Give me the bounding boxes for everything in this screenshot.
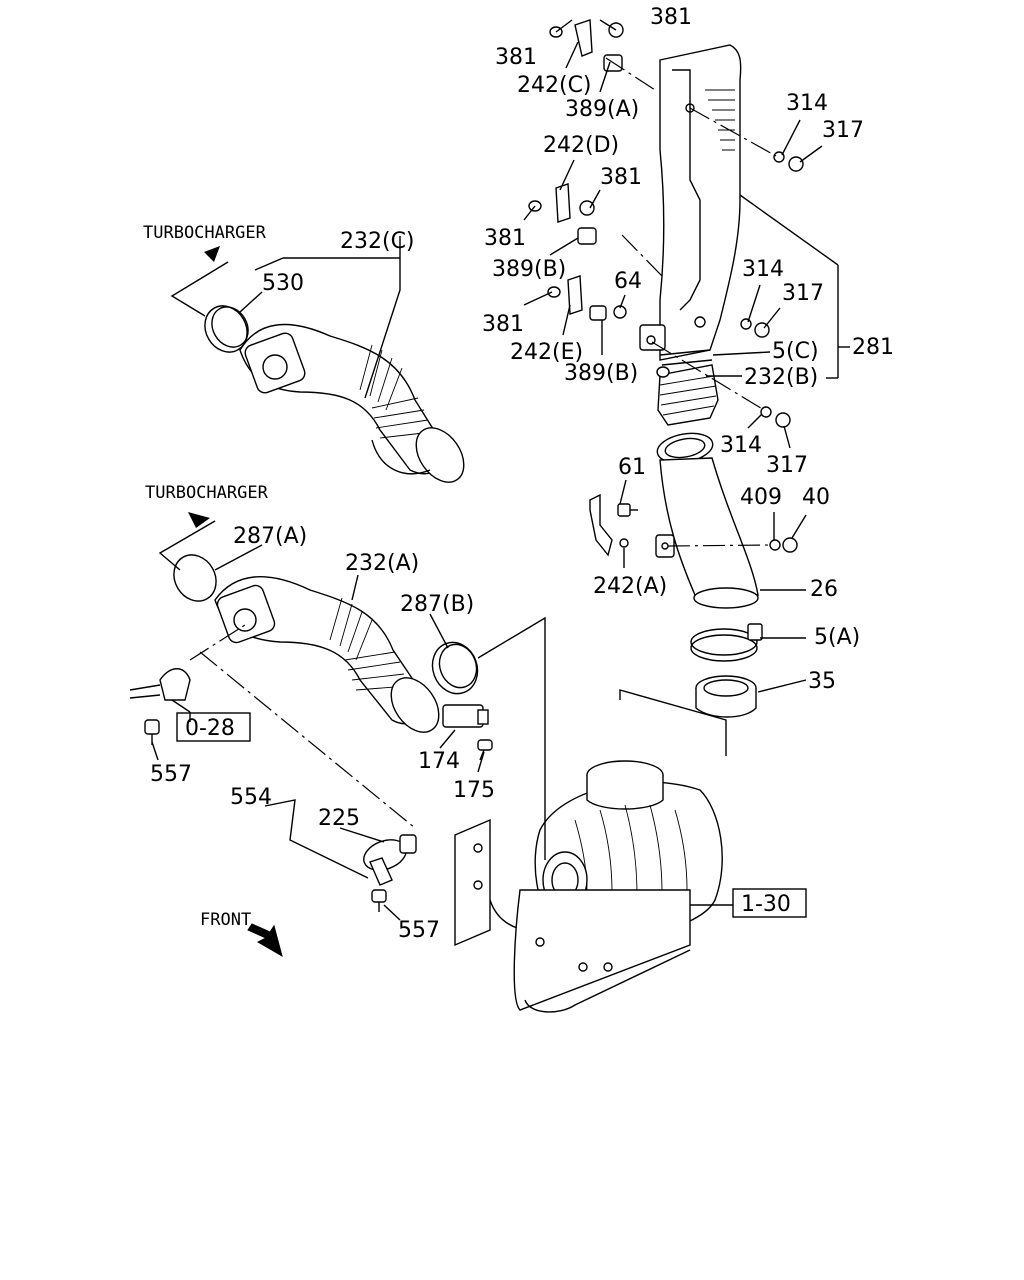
callout-242c: 242(C) bbox=[517, 73, 592, 98]
elbow-pipe-26 bbox=[655, 432, 759, 609]
bracket-242a bbox=[589, 493, 638, 557]
turbocharger-arrows bbox=[158, 246, 229, 571]
callout-317-low: 317 bbox=[766, 453, 808, 478]
callout-5a: 5(A) bbox=[814, 625, 860, 650]
callout-409: 409 bbox=[740, 485, 782, 510]
callout-554: 554 bbox=[230, 785, 272, 810]
callout-389a: 389(A) bbox=[565, 97, 639, 122]
ref-box-0-28[interactable]: 0-28 bbox=[176, 712, 251, 742]
callout-64: 64 bbox=[614, 269, 642, 294]
sleeve-35 bbox=[695, 675, 757, 718]
callout-61: 61 bbox=[618, 455, 646, 480]
sensor-174 bbox=[442, 704, 493, 761]
sensor-225 bbox=[363, 834, 417, 912]
callout-287a: 287(A) bbox=[233, 524, 307, 549]
svg-text:0-28: 0-28 bbox=[185, 716, 235, 741]
callout-314-low: 314 bbox=[720, 433, 762, 458]
callout-381-top: 381 bbox=[650, 5, 692, 30]
callout-314-mid: 314 bbox=[742, 257, 784, 282]
turbocharger-label-lower: TURBOCHARGER bbox=[145, 483, 269, 503]
leader-lines bbox=[151, 19, 850, 921]
callout-287b: 287(B) bbox=[400, 592, 474, 617]
clamp-5a bbox=[690, 623, 763, 662]
callout-242e: 242(E) bbox=[510, 340, 583, 365]
callout-381-d: 381 bbox=[482, 312, 524, 337]
callout-232c: 232(C) bbox=[340, 229, 415, 254]
callout-26: 26 bbox=[810, 577, 838, 602]
callout-557-left: 557 bbox=[150, 762, 192, 787]
callout-314-top: 314 bbox=[786, 91, 828, 116]
intake-duct-232a bbox=[173, 554, 479, 733]
callout-389b-lower: 389(B) bbox=[564, 361, 638, 386]
callout-381-c: 381 bbox=[484, 226, 526, 251]
callout-35: 35 bbox=[808, 669, 836, 694]
callout-557-low: 557 bbox=[398, 918, 440, 943]
callout-242a: 242(A) bbox=[593, 574, 667, 599]
callout-5c: 5(C) bbox=[772, 339, 819, 364]
callout-281: 281 bbox=[852, 335, 894, 360]
callout-317-mid: 317 bbox=[782, 281, 824, 306]
hardware-top bbox=[528, 19, 804, 553]
connector-232b bbox=[657, 364, 719, 426]
turbocharger-label-upper: TURBOCHARGER bbox=[143, 223, 267, 243]
callout-175: 175 bbox=[453, 778, 495, 803]
callout-242d: 242(D) bbox=[543, 133, 619, 158]
bracket-pipe-assembly bbox=[129, 668, 191, 745]
front-arrow-icon bbox=[247, 923, 283, 958]
front-label: FRONT bbox=[200, 910, 251, 930]
callout-225: 225 bbox=[318, 806, 360, 831]
ref-box-1-30[interactable]: 1-30 bbox=[732, 888, 807, 918]
svg-text:1-30: 1-30 bbox=[741, 892, 791, 917]
centerlines bbox=[189, 57, 777, 829]
callout-174: 174 bbox=[418, 749, 460, 774]
callout-530: 530 bbox=[262, 271, 304, 296]
intake-duct-232c bbox=[204, 305, 465, 483]
callout-381-b: 381 bbox=[600, 165, 642, 190]
callout-232b: 232(B) bbox=[744, 365, 818, 390]
callout-232a: 232(A) bbox=[345, 551, 419, 576]
callout-389b-upper: 389(B) bbox=[492, 257, 566, 282]
callout-381-a: 381 bbox=[495, 45, 537, 70]
callout-40: 40 bbox=[802, 485, 830, 510]
air-cleaner-assembly bbox=[454, 760, 723, 1013]
callout-317-top: 317 bbox=[822, 118, 864, 143]
snorkel-281 bbox=[639, 44, 742, 366]
